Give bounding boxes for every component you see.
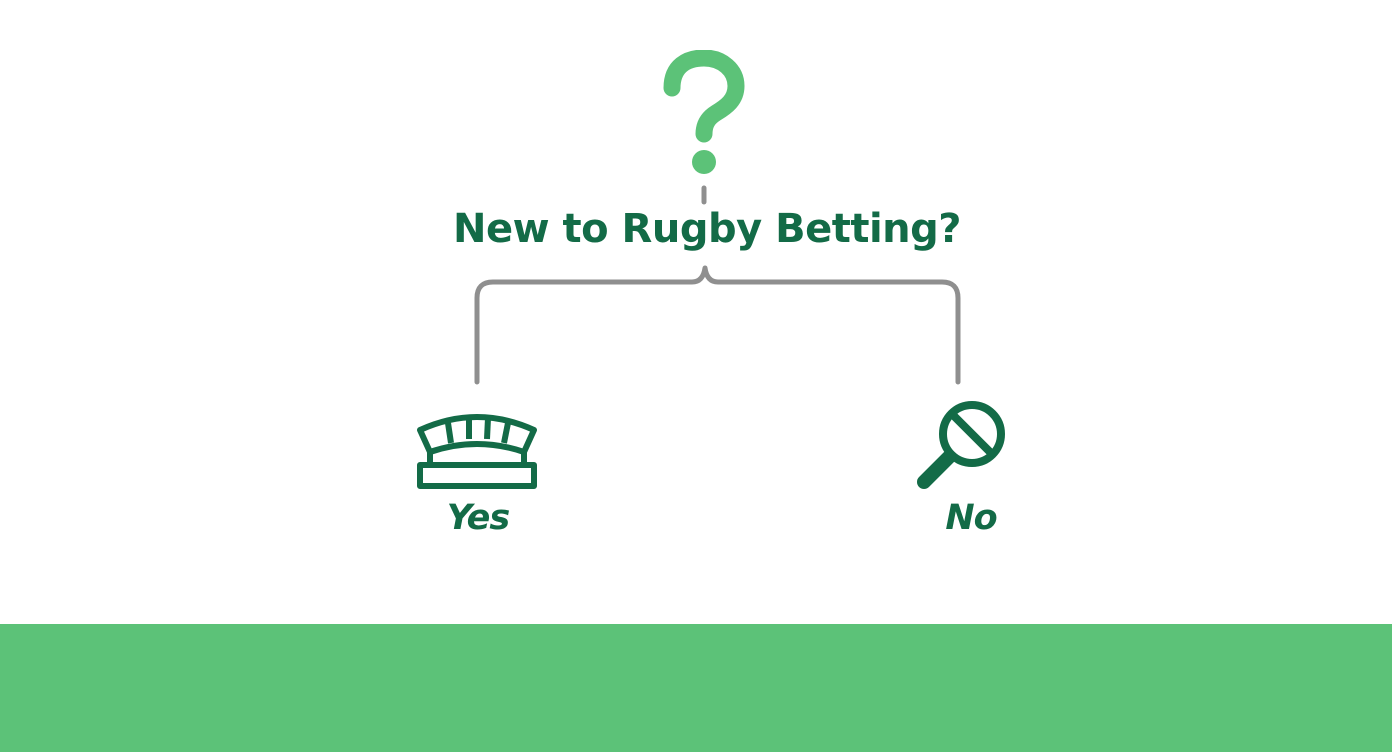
brace-connector	[474, 265, 961, 385]
footer-band	[0, 624, 1392, 752]
option-no-label: No	[945, 498, 997, 538]
question-mark-icon	[654, 50, 754, 180]
option-yes-label: Yes	[446, 498, 510, 538]
magnifier-prohibited-icon	[914, 398, 1010, 492]
question-title: New to Rugby Betting?	[453, 206, 961, 252]
stadium-icon	[414, 412, 540, 492]
